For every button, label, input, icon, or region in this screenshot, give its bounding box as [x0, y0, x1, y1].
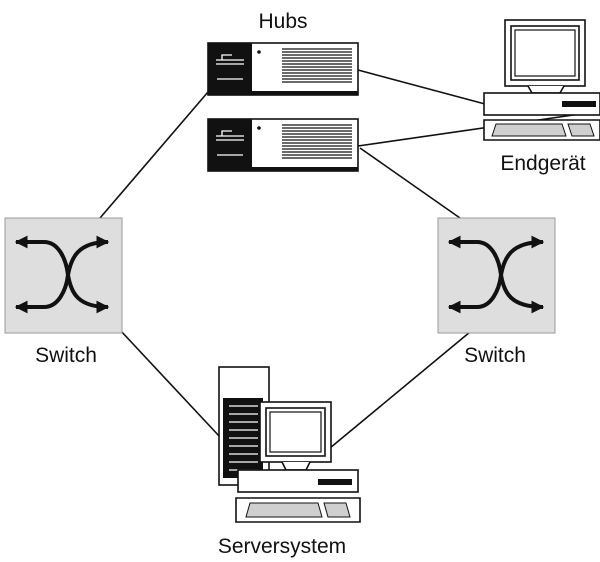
endgeraet-label: Endgerät [500, 152, 585, 175]
hub-top [207, 42, 359, 96]
switch-left-label: Switch [35, 344, 97, 367]
switch-left [4, 217, 123, 334]
hub-bottom [207, 118, 359, 172]
hubs-label: Hubs [258, 10, 307, 33]
server-computer [218, 366, 361, 523]
link-switch-right-server [329, 331, 471, 449]
serversystem-label: Serversystem [218, 535, 346, 558]
switch-right-label: Switch [464, 344, 526, 367]
link-hub1-switch-left [99, 91, 209, 219]
switch-right [437, 217, 556, 334]
endgeraet-computer [483, 19, 600, 141]
link-hub2-switch-right [359, 147, 461, 219]
connection-lines [99, 69, 595, 449]
link-hub1-endgeraet [357, 69, 486, 105]
link-hub2-endgeraet [357, 111, 595, 147]
link-switch-left-server [119, 329, 221, 438]
